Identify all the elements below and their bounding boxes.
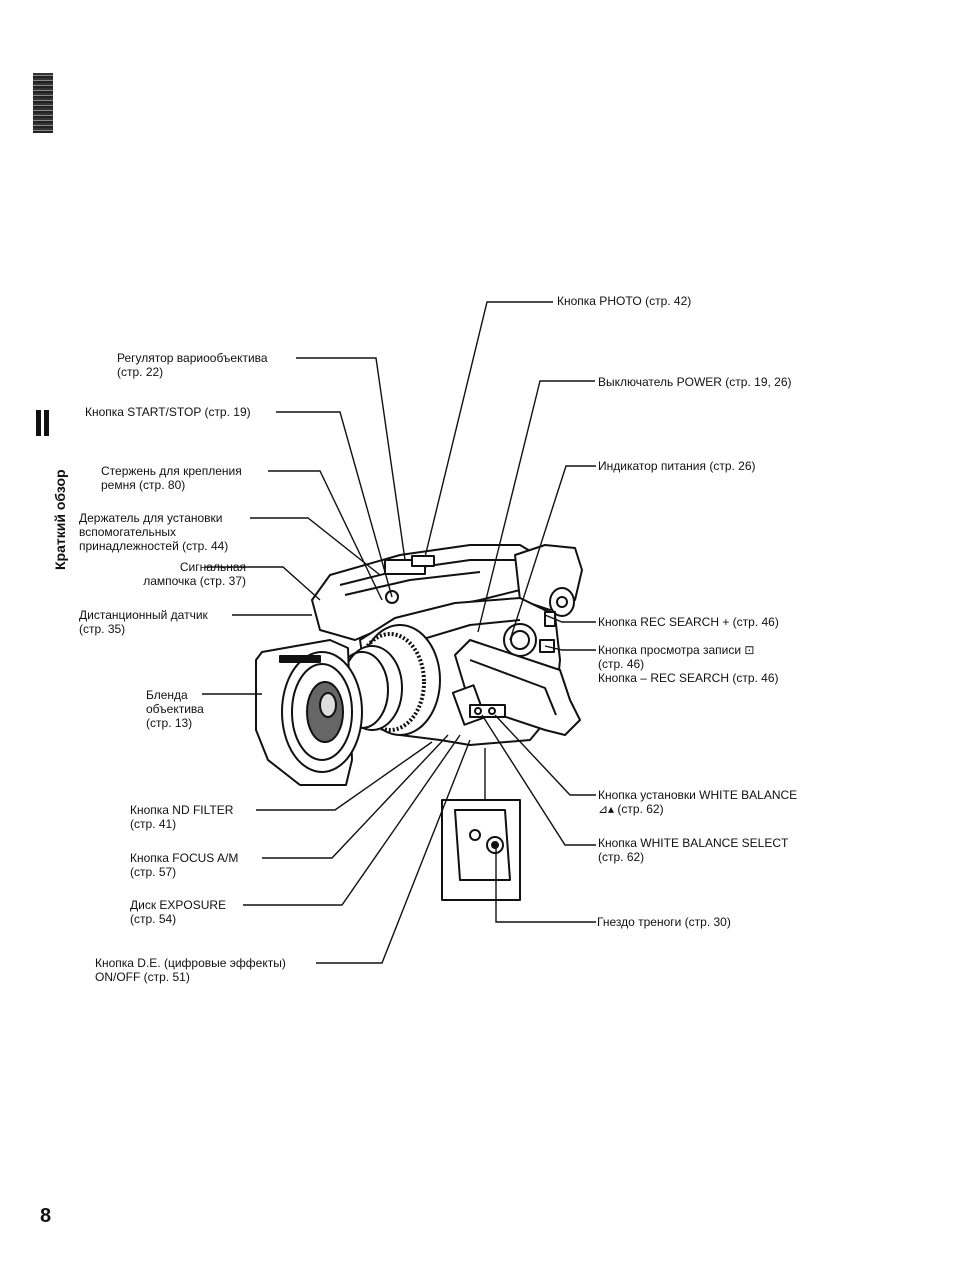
label-de-button: Кнопка D.E. (цифровые эффекты) ON/OFF (с…: [95, 956, 286, 984]
label-tripod-socket: Гнездо треноги (стр. 30): [597, 915, 731, 929]
label-zoom-lever: Регулятор вариообъектива (стр. 22): [117, 351, 268, 379]
section-bars-icon: [36, 410, 49, 436]
label-exposure-dial: Диск EXPOSURE (стр. 54): [130, 898, 227, 926]
label-remote-sensor: Дистанционный датчик (стр. 35): [79, 608, 208, 636]
label-start-stop-button: Кнопка START/STOP (стр. 19): [85, 405, 251, 419]
label-rec-review: Кнопка просмотра записи ⊡ (стр. 46) Кноп…: [598, 643, 779, 685]
label-power-switch: Выключатель POWER (стр. 19, 26): [598, 375, 792, 389]
label-tally-lamp: Сигнальная лампочка (стр. 37): [143, 560, 246, 588]
camcorder-illustration: [255, 544, 583, 901]
label-white-balance-select: Кнопка WHITE BALANCE SELECT (стр. 62): [598, 836, 789, 864]
label-photo-button: Кнопка PHOTO (стр. 42): [557, 294, 692, 308]
label-lens-hood: Бленда объектива (стр. 13): [146, 688, 204, 730]
page-number: 8: [40, 1205, 52, 1227]
label-accessory-shoe: Держатель для установки вспомогательных …: [79, 511, 229, 553]
corner-print-mark: [33, 73, 53, 133]
label-nd-filter: Кнопка ND FILTER (стр. 41): [130, 803, 234, 831]
label-focus-am: Кнопка FOCUS A/M (стр. 57): [130, 851, 239, 879]
label-strap-pin: Стержень для крепления ремня (стр. 80): [101, 464, 242, 492]
label-rec-search-plus: Кнопка REC SEARCH + (стр. 46): [598, 615, 779, 629]
label-power-lamp: Индикатор питания (стр. 26): [598, 459, 756, 473]
callout-lines: [202, 301, 596, 964]
label-white-balance-set: Кнопка установки WHITE BALANCE ⊿▴ (стр. …: [598, 788, 798, 816]
